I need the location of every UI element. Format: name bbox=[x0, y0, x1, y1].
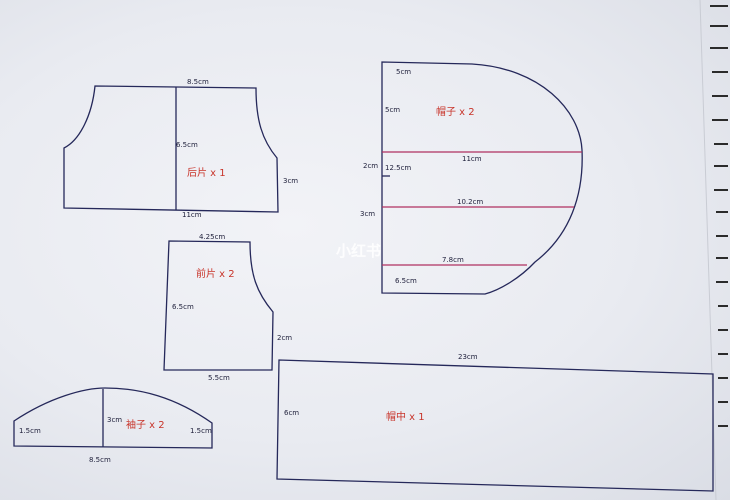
back-piece-name: 后片 x 1 bbox=[187, 166, 226, 179]
front-piece bbox=[163, 240, 274, 371]
back-piece-top-width: 8.5cm bbox=[187, 78, 209, 86]
back-piece bbox=[63, 85, 279, 213]
hood-line-3-width: 7.8cm bbox=[442, 256, 464, 264]
back-piece-bottom-width: 11cm bbox=[182, 211, 202, 219]
back-piece-height: 6.5cm bbox=[176, 141, 198, 149]
hood-mid-height: 12.5cm bbox=[385, 164, 411, 172]
front-piece-top-width: 4.25cm bbox=[199, 233, 225, 241]
hood-band-height: 6cm bbox=[284, 409, 299, 417]
sleeve-center-height: 3cm bbox=[107, 416, 122, 424]
hood-left-2cm: 2cm bbox=[363, 162, 378, 170]
sleeve-name: 袖子 x 2 bbox=[126, 418, 165, 431]
hood-name: 帽子 x 2 bbox=[436, 105, 475, 118]
sleeve-piece bbox=[13, 387, 213, 449]
sleeve-left-side: 1.5cm bbox=[19, 427, 41, 435]
front-piece-height: 6.5cm bbox=[172, 303, 194, 311]
hood-band-name: 帽中 x 1 bbox=[386, 410, 425, 423]
hood-line-1-width: 11cm bbox=[462, 155, 482, 163]
watermark: 小红书 bbox=[336, 242, 381, 260]
hood-left-3cm: 3cm bbox=[360, 210, 375, 218]
hood-side-piece bbox=[381, 61, 583, 295]
sleeve-bottom-width: 8.5cm bbox=[89, 456, 111, 464]
hood-band-piece bbox=[276, 359, 714, 492]
front-piece-side: 2cm bbox=[277, 334, 292, 342]
front-piece-bottom-width: 5.5cm bbox=[208, 374, 230, 382]
spiral-binding bbox=[710, 5, 728, 427]
hood-line-2-width: 10.2cm bbox=[457, 198, 483, 206]
sleeve-right-side: 1.5cm bbox=[190, 427, 212, 435]
hood-bottom-width: 6.5cm bbox=[395, 277, 417, 285]
hood-band-length: 23cm bbox=[458, 353, 478, 361]
hood-upper-height: 5cm bbox=[385, 106, 400, 114]
back-piece-side: 3cm bbox=[283, 177, 298, 185]
front-piece-name: 前片 x 2 bbox=[196, 267, 235, 280]
hood-top-offset: 5cm bbox=[396, 68, 411, 76]
